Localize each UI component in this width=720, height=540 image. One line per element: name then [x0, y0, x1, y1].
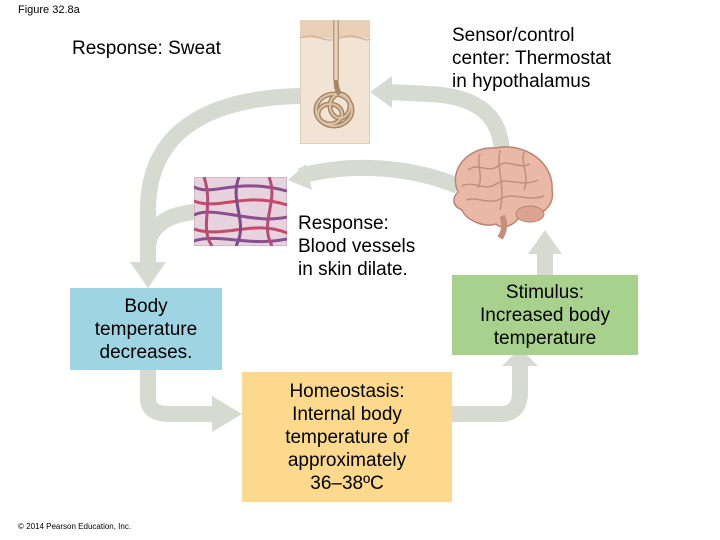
sweat-gland-illustration [300, 20, 370, 144]
arrow-vessels-to-body-temp [140, 204, 197, 248]
blood-vessels-illustration [194, 177, 287, 246]
arrowhead-body-temp [130, 262, 166, 288]
response-sweat-label: Response: Sweat [72, 38, 221, 59]
arrowhead-homeostasis [212, 396, 242, 432]
arrow-body-temp-to-homeostasis [140, 370, 212, 422]
copyright-notice: © 2014 Pearson Education, Inc. [18, 522, 132, 531]
body-temperature-decreases-box: Body temperature decreases. [70, 288, 222, 370]
arrow-brain-to-sweat [387, 84, 510, 153]
figure-label: Figure 32.8a [18, 4, 80, 16]
brain-illustration [453, 146, 554, 240]
arrow-homeostasis-to-stimulus [452, 360, 528, 422]
stimulus-box: Stimulus: Increased body temperature [452, 275, 638, 355]
arrowhead-sweat [370, 76, 392, 108]
arrowhead-stimulus [502, 348, 538, 366]
arrowhead-brain [528, 230, 562, 254]
arrow-sweat-to-body-temp [140, 88, 301, 262]
response-blood-vessels-label: Response: Blood vessels in skin dilate. [298, 213, 416, 280]
arrowhead-vessels [288, 164, 312, 190]
arrow-brain-to-vessels [297, 159, 462, 194]
sensor-control-label: Sensor/control center: Thermostat in hyp… [452, 25, 612, 92]
homeostasis-box: Homeostasis: Internal body temperature o… [242, 372, 452, 502]
